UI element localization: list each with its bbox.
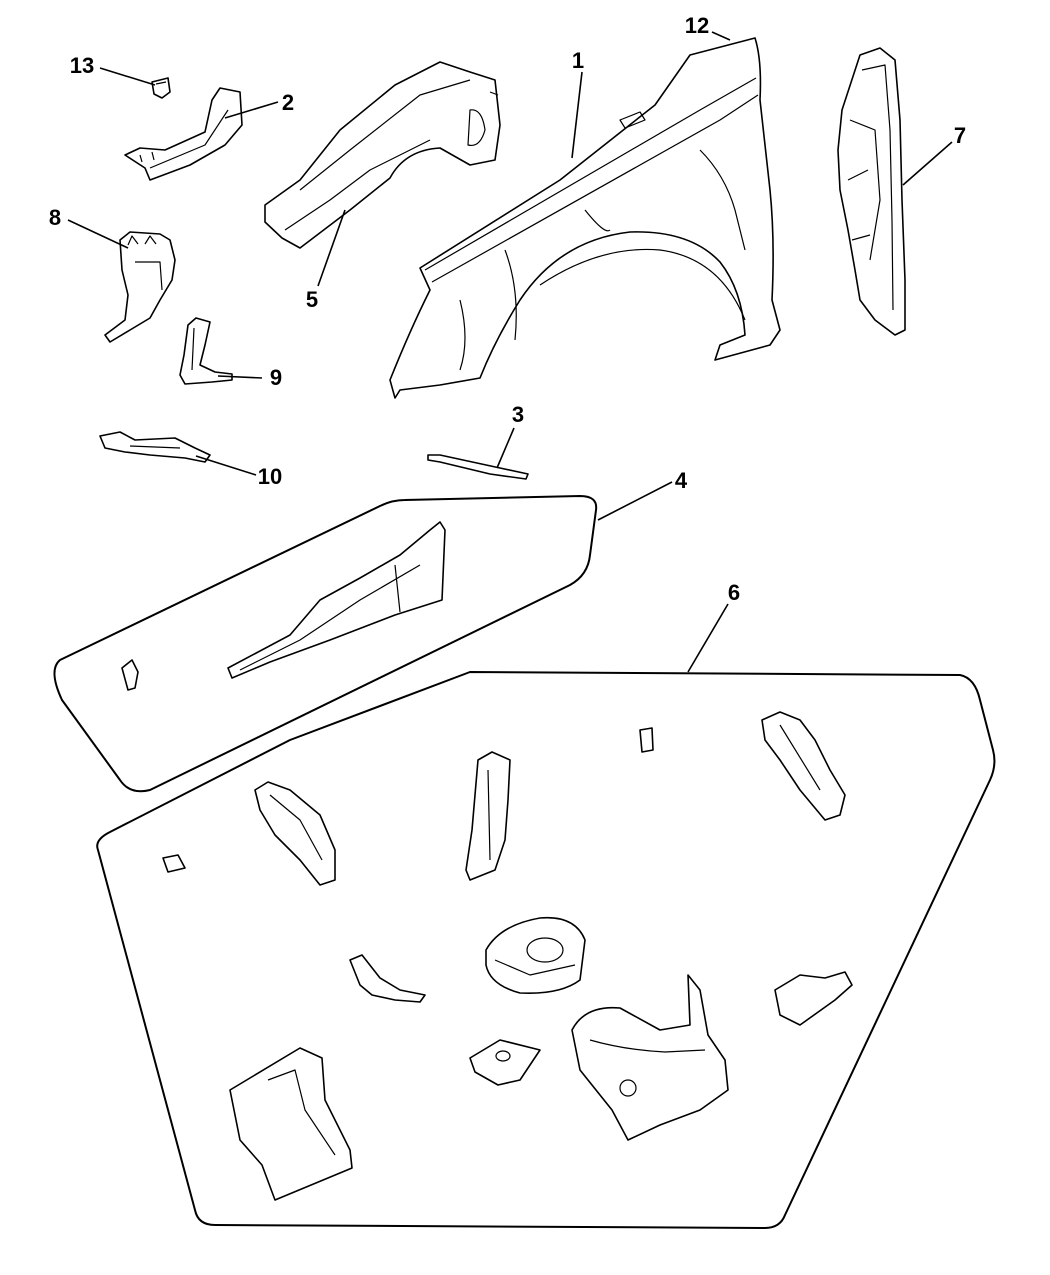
- part-1-fender[interactable]: [389, 37, 781, 399]
- callout-3: 3: [512, 402, 524, 427]
- callout-13: 13: [70, 53, 94, 78]
- part-6-rear-bracket[interactable]: [761, 711, 846, 821]
- leader-8: [67, 219, 129, 249]
- callout-7: 7: [954, 123, 966, 148]
- callout-10: 10: [258, 464, 282, 489]
- leader-13: [99, 67, 156, 86]
- group-outline-6: [96, 671, 996, 1229]
- part-4-rail-assembly[interactable]: [227, 521, 446, 679]
- part-6-small-clip-a[interactable]: [639, 727, 654, 753]
- part-4-small-bracket[interactable]: [121, 659, 139, 691]
- callout-8: 8: [49, 205, 61, 230]
- part-6-gusset[interactable]: [349, 954, 426, 1003]
- part-13-clip[interactable]: [151, 77, 171, 99]
- callout-1: 1: [572, 48, 584, 73]
- leader-6: [687, 603, 729, 673]
- part-8-bracket-assembly[interactable]: [104, 231, 176, 343]
- part-5-apron-rail[interactable]: [264, 61, 501, 249]
- part-10-reinforcement[interactable]: [99, 431, 211, 463]
- part-7-splash-shield[interactable]: [837, 47, 906, 336]
- part-6-wheelhouse[interactable]: [571, 974, 729, 1141]
- leader-4: [597, 481, 673, 521]
- part-6-inner-rail[interactable]: [254, 781, 336, 886]
- leader-2: [224, 101, 279, 119]
- part-6-strut-tower[interactable]: [485, 916, 586, 995]
- callout-12: 12: [685, 13, 709, 38]
- callout-4: 4: [675, 468, 688, 493]
- part-6-pillar-bracket[interactable]: [465, 751, 511, 881]
- callout-6: 6: [728, 580, 740, 605]
- part-9-bracket[interactable]: [179, 317, 233, 385]
- leader-10: [195, 455, 257, 476]
- callout-5: 5: [306, 287, 318, 312]
- callout-2: 2: [282, 90, 294, 115]
- part-6-nut-plate[interactable]: [469, 1039, 541, 1086]
- callout-9: 9: [270, 365, 282, 390]
- part-3-strip[interactable]: [427, 454, 529, 480]
- leader-1: [571, 71, 583, 159]
- leader-12: [711, 31, 731, 41]
- group-outline-4: [53, 495, 598, 793]
- leader-9: [217, 375, 263, 379]
- leader-5: [317, 209, 346, 287]
- leader-3: [496, 427, 515, 469]
- part-6-front-rail[interactable]: [229, 1047, 353, 1201]
- leader-7: [902, 141, 953, 186]
- part-2-bracket[interactable]: [124, 87, 243, 181]
- part-6-small-bracket[interactable]: [774, 971, 853, 1026]
- part-6-small-clip-b[interactable]: [162, 854, 186, 873]
